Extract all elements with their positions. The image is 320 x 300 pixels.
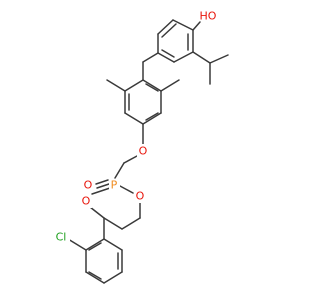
bond	[106, 79, 126, 92]
chlorine-label: Cl	[56, 231, 67, 244]
ring-oxygen-left-label: O	[82, 195, 91, 208]
bond	[209, 54, 229, 64]
bond	[96, 183, 110, 189]
bond	[119, 185, 134, 194]
bond	[172, 19, 194, 31]
bond-layer	[67, 19, 229, 284]
bond	[123, 155, 138, 164]
bond	[85, 238, 105, 251]
ring-oxygen-right-label: O	[136, 190, 145, 203]
bond	[142, 79, 162, 92]
bond	[157, 19, 174, 35]
phosphoryl-oxygen-label: O	[84, 179, 93, 192]
ether-oxygen-label: O	[139, 145, 148, 158]
bond	[121, 217, 141, 230]
bond	[103, 238, 123, 251]
bond	[89, 206, 105, 219]
bond	[103, 217, 123, 230]
bond	[145, 83, 159, 92]
bond	[95, 179, 109, 185]
bond	[124, 79, 144, 92]
phosphorus-label: P	[111, 179, 118, 192]
bond	[91, 187, 111, 195]
bond	[124, 112, 144, 125]
bond	[173, 51, 194, 63]
bond	[192, 51, 211, 64]
bond	[85, 271, 105, 284]
bond	[142, 112, 162, 125]
molecule-structure: HO O O P O O Cl	[52, 9, 229, 284]
bond	[192, 21, 201, 31]
bond	[88, 242, 102, 251]
bond	[114, 162, 125, 179]
atom-label-layer: HO O O P O O Cl	[52, 10, 217, 244]
bond	[103, 271, 123, 284]
bond	[67, 238, 87, 251]
bond	[160, 79, 180, 92]
bond	[145, 112, 159, 121]
bond	[157, 52, 175, 63]
hydroxyl-label: HO	[200, 10, 217, 23]
bond	[161, 23, 177, 38]
bond	[161, 49, 175, 58]
bond	[88, 271, 102, 280]
bond	[142, 52, 159, 63]
